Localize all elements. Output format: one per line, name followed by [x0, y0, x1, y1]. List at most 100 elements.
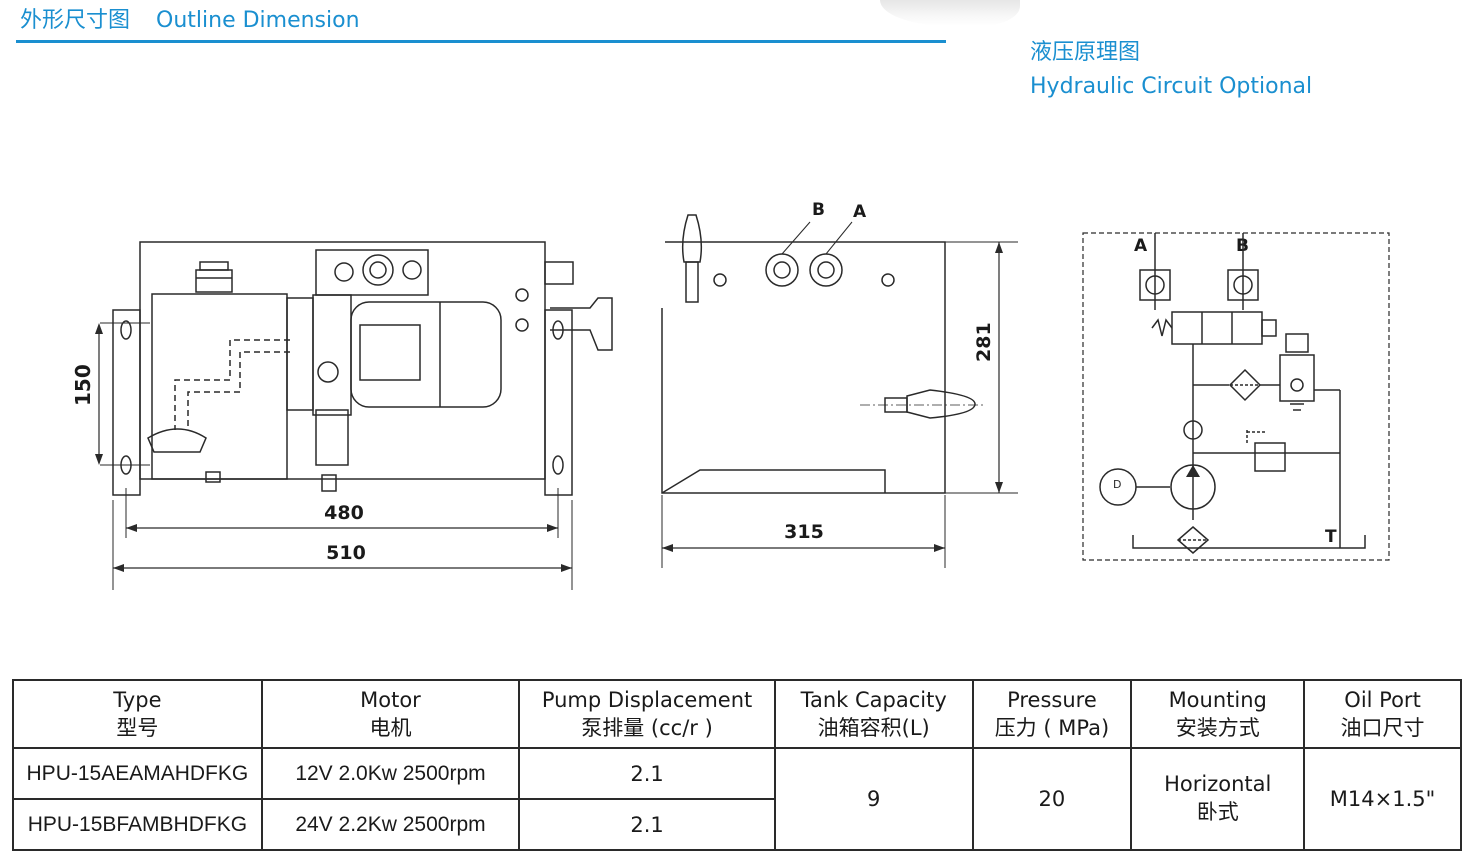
pump-body: [312, 294, 352, 416]
port-fitting: [881, 273, 895, 287]
dim-510-label: 510: [326, 542, 366, 564]
port-fitting: [713, 273, 727, 287]
port-b-label: B: [812, 200, 825, 220]
pump-arrow: [1186, 465, 1200, 477]
release-valve: [1279, 354, 1315, 402]
section-rule: [16, 40, 946, 43]
check-valve-a: [1145, 275, 1165, 295]
section-title-cn: 外形尺寸图: [20, 8, 131, 33]
header-gloss-decoration: [880, 0, 1020, 26]
pump-mount: [315, 409, 349, 466]
directional-valve: [1171, 311, 1263, 345]
circuit-title: 液压原理图 Hydraulic Circuit Optional: [1030, 36, 1312, 104]
check-valve-b: [1233, 275, 1253, 295]
side-outline: [661, 241, 946, 494]
port-a-label: A: [853, 202, 867, 222]
bracket-hole: [552, 455, 564, 475]
bolt: [205, 471, 221, 483]
dim-281-label: 281: [973, 322, 995, 362]
right-bracket: [544, 309, 573, 496]
table-row: HPU-15AEAMAHDFKG 12V 2.0Kw 2500rpm 2.1 9…: [12, 747, 1462, 851]
cell-type: HPU-15AEAMAHDFKG: [12, 747, 263, 800]
motor-terminal-box: [359, 324, 421, 381]
port-b-fitting: [765, 253, 799, 287]
port-fitting: [334, 262, 354, 282]
cable-gland: [544, 261, 574, 285]
port-b-inner: [773, 261, 791, 279]
release-valve-solenoid: [1285, 333, 1309, 353]
circuit-boundary: [1082, 232, 1390, 561]
valve-fitting-inner: [369, 261, 387, 279]
circuit-port-a-label: A: [1134, 236, 1148, 256]
valve-spring: [1151, 318, 1173, 337]
front-view: 150 480 510: [71, 241, 613, 590]
tank: [1132, 535, 1366, 549]
bracket-hole: [120, 320, 132, 340]
motor-symbol: D: [1113, 478, 1121, 491]
cell-pressure: 20: [971, 747, 1133, 851]
filler-cap: [195, 269, 233, 293]
cell-type: HPU-15BFAMBHDFKG: [12, 798, 263, 851]
pump-check-valve: [1183, 420, 1203, 440]
breather-stem: [685, 261, 699, 303]
section-title-en: Outline Dimension: [156, 8, 360, 33]
release-valve-ball: [1290, 378, 1304, 392]
leader-line: [781, 221, 811, 255]
port-fitting: [317, 361, 339, 383]
relief-valve: [1254, 442, 1286, 472]
release-valve-spring: [1290, 403, 1304, 411]
circuit-title-en: Hydraulic Circuit Optional: [1030, 74, 1313, 99]
cell-displacement: 2.1: [518, 747, 776, 800]
port-a-inner: [817, 261, 835, 279]
valve-fitting-large: [362, 254, 394, 286]
dim-315-label: 315: [784, 521, 824, 543]
valve-solenoid: [1261, 319, 1277, 337]
technical-drawing: 150 480 510 B A: [71, 200, 1390, 590]
pump-coupling: [286, 297, 314, 411]
return-fitting-body: [906, 389, 976, 419]
cell-motor: 24V 2.2Kw 2500rpm: [260, 798, 521, 851]
check-valve-a-body: [1139, 269, 1171, 301]
suction-pipe: [187, 351, 290, 430]
hydraulic-circuit: A B D: [1082, 232, 1390, 561]
suction-pipe: [174, 339, 290, 430]
bolt: [321, 474, 337, 492]
side-view: B A 281 315: [661, 200, 1018, 568]
cell-tank-capacity: 9: [773, 747, 974, 851]
suction-strainer: [147, 428, 207, 453]
port-a-fitting: [809, 253, 843, 287]
cell-displacement: 2.1: [518, 798, 776, 851]
circuit-port-t-label: T: [1325, 527, 1337, 547]
return-fitting: [550, 297, 613, 351]
left-bracket: [112, 309, 141, 496]
check-valve-b-body: [1227, 269, 1259, 301]
breather: [681, 214, 703, 263]
relief-pilot: [1246, 430, 1265, 443]
leader-line: [825, 221, 853, 255]
dim-150-label: 150: [71, 364, 95, 406]
pressure-filter: [1228, 368, 1262, 402]
circuit-title-cn: 液压原理图: [1030, 40, 1141, 65]
motor-body: [350, 301, 502, 408]
valve-block: [315, 249, 429, 296]
suction-filter: [1176, 526, 1210, 554]
fitting: [515, 318, 529, 332]
table-row: HPU-15BFAMBHDFKG 24V 2.2Kw 2500rpm 2.1: [12, 798, 1461, 851]
cell-oil-port: M14×1.5": [1303, 747, 1462, 851]
fitting: [515, 288, 529, 302]
section-title: 外形尺寸图 Outline Dimension: [20, 2, 360, 34]
filler-cap-top: [199, 261, 229, 271]
dim-480-label: 480: [324, 502, 364, 524]
cell-motor: 12V 2.0Kw 2500rpm: [260, 747, 521, 800]
port-fitting: [402, 260, 422, 280]
